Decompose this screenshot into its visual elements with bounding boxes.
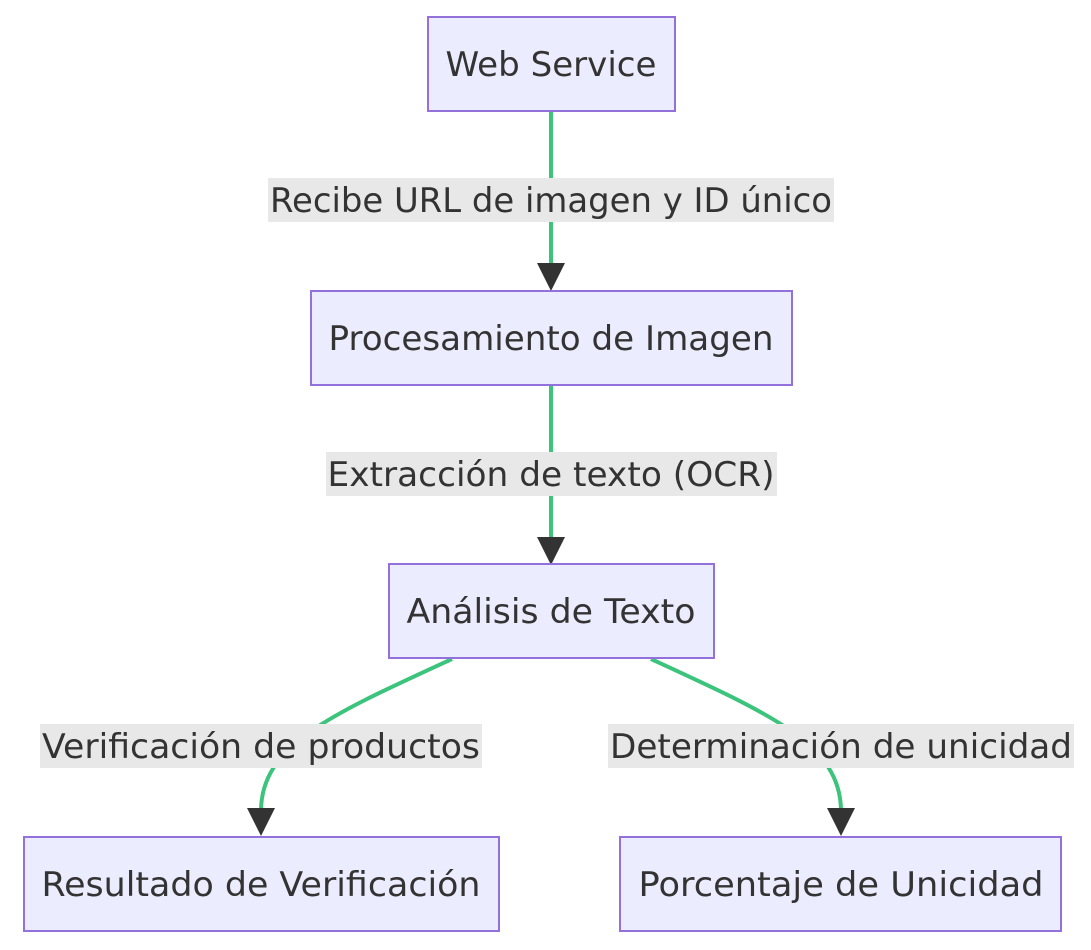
node-box bbox=[23, 836, 500, 932]
node-resultado-de-verificacion: Resultado de Verificación bbox=[23, 836, 500, 932]
edge-label-background bbox=[326, 452, 777, 496]
edge-label-determinacion: Determinación de unicidad bbox=[608, 724, 1074, 768]
node-box bbox=[619, 836, 1062, 932]
edge-label-recibe: Recibe URL de imagen y ID único bbox=[268, 178, 834, 222]
node-label: Procesamiento de Imagen bbox=[329, 319, 774, 359]
node-porcentaje-de-unicidad: Porcentaje de Unicidad bbox=[619, 836, 1062, 932]
edge-label-text: Determinación de unicidad bbox=[610, 727, 1072, 767]
arrowhead-icon bbox=[537, 263, 565, 291]
node-label: Análisis de Texto bbox=[407, 592, 696, 632]
edge-label-background bbox=[268, 178, 834, 222]
arrowhead-icon bbox=[247, 808, 275, 836]
edge-label-text: Extracción de texto (OCR) bbox=[328, 455, 775, 495]
edge-label-text: Verificación de productos bbox=[42, 727, 480, 767]
node-box bbox=[427, 16, 676, 112]
edge-label-background bbox=[608, 724, 1074, 768]
edge-label-verificacion: Verificación de productos bbox=[40, 724, 482, 768]
node-web-service: Web Service bbox=[427, 16, 676, 112]
arrowhead-icon bbox=[537, 537, 565, 565]
edge-label-background bbox=[40, 724, 482, 768]
edge-label-text: Recibe URL de imagen y ID único bbox=[270, 181, 832, 221]
node-box bbox=[310, 290, 793, 386]
node-label: Porcentaje de Unicidad bbox=[639, 865, 1044, 905]
node-procesamiento-de-imagen: Procesamiento de Imagen bbox=[310, 290, 793, 386]
node-box bbox=[388, 563, 715, 659]
arrowhead-icon bbox=[827, 808, 855, 836]
node-label: Resultado de Verificación bbox=[42, 865, 481, 905]
edge-label-extraccion: Extracción de texto (OCR) bbox=[326, 452, 777, 496]
node-label: Web Service bbox=[446, 45, 657, 85]
node-analisis-de-texto: Análisis de Texto bbox=[388, 563, 715, 659]
